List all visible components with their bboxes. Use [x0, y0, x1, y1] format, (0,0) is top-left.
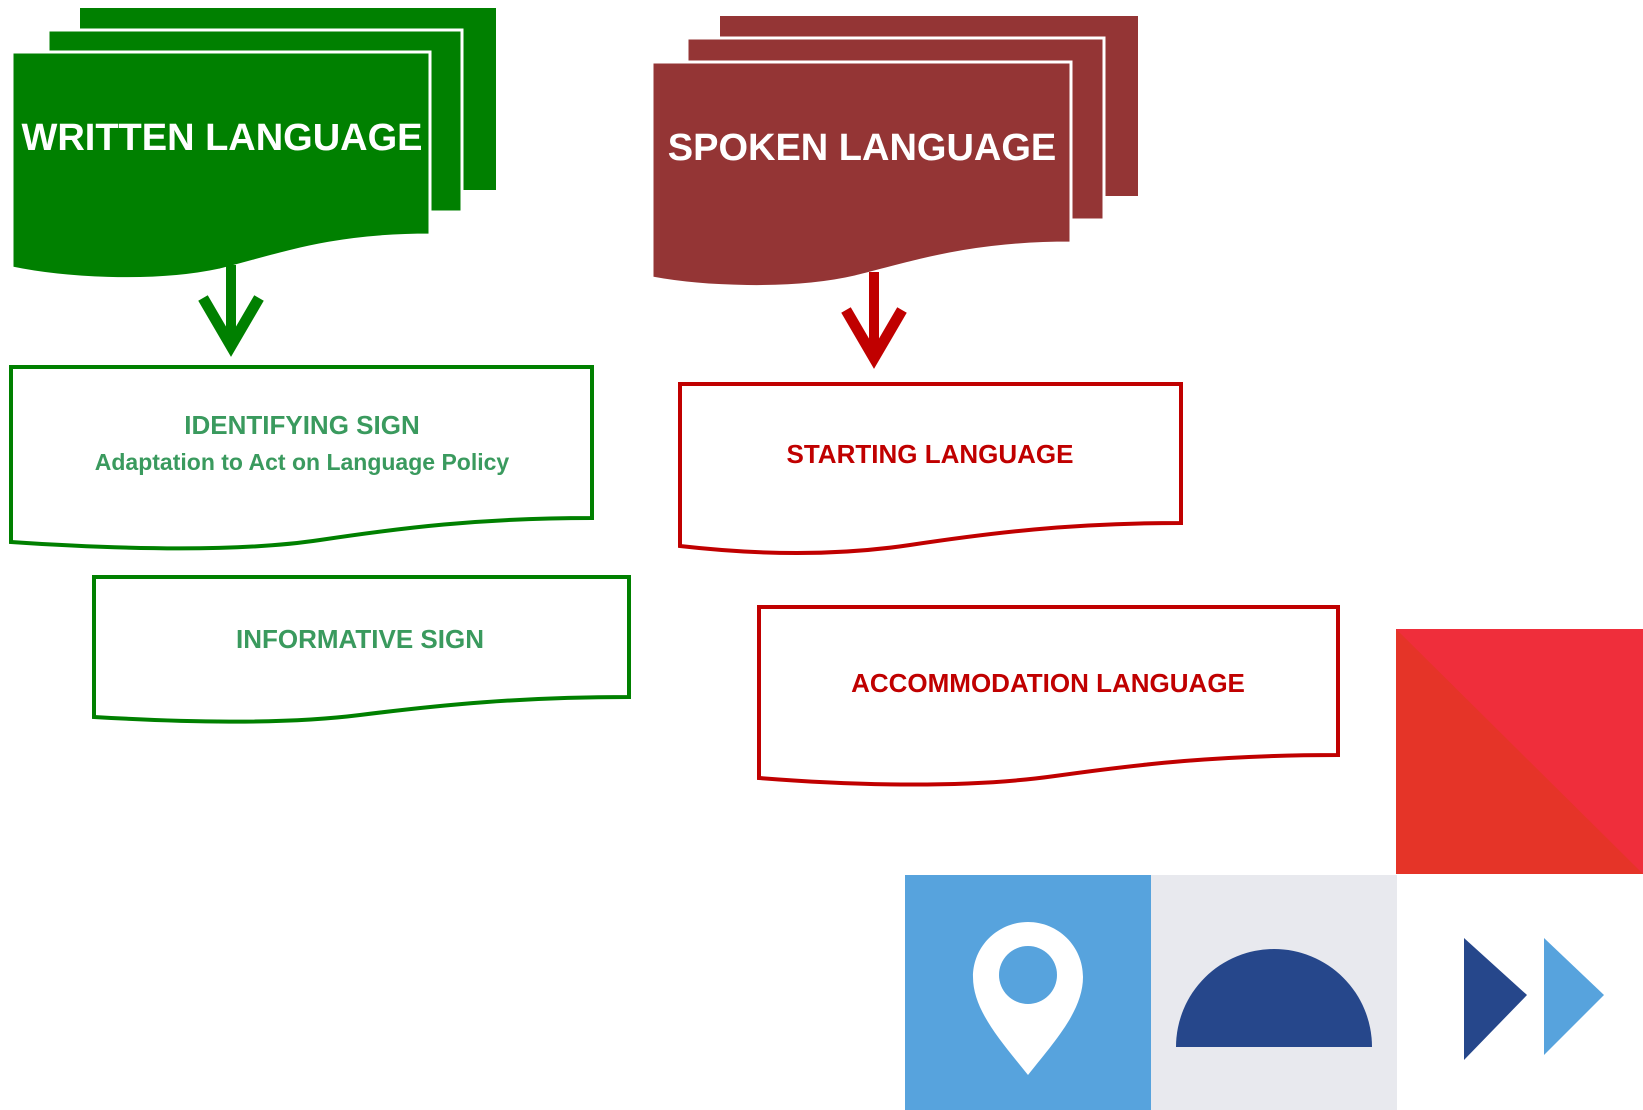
decor-grey-tile [1151, 875, 1397, 1110]
spoken-arrow-icon [841, 272, 907, 369]
informative-sign-title: INFORMATIVE SIGN [236, 624, 484, 654]
half-circle-icon [1176, 949, 1372, 1047]
accommodation-language-title: ACCOMMODATION LANGUAGE [851, 668, 1245, 698]
decor-red-tile [1396, 629, 1643, 874]
spoken-language-title: SPOKEN LANGUAGE [668, 127, 1056, 169]
identifying-sign-subtitle: Adaptation to Act on Language Policy [95, 449, 510, 475]
written-arrow-icon [198, 265, 264, 357]
written-language-stack: WRITTEN LANGUAGE [10, 8, 496, 281]
accommodation-language-box: ACCOMMODATION LANGUAGE [757, 605, 1340, 787]
starting-language-title: STARTING LANGUAGE [787, 439, 1074, 469]
fast-forward-icon [1464, 938, 1604, 1060]
spoken-stack-front [650, 60, 1073, 289]
written-stack-front [10, 50, 432, 281]
informative-sign-box: INFORMATIVE SIGN [92, 575, 631, 724]
location-pin-icon [973, 922, 1083, 1075]
decor-blue-tile [905, 875, 1151, 1110]
starting-language-box: STARTING LANGUAGE [678, 382, 1183, 555]
spoken-language-stack: SPOKEN LANGUAGE [650, 16, 1138, 289]
identifying-sign-title: IDENTIFYING SIGN [184, 410, 419, 440]
identifying-sign-box: IDENTIFYING SIGN Adaptation to Act on La… [9, 365, 594, 551]
written-language-title: WRITTEN LANGUAGE [21, 117, 422, 159]
